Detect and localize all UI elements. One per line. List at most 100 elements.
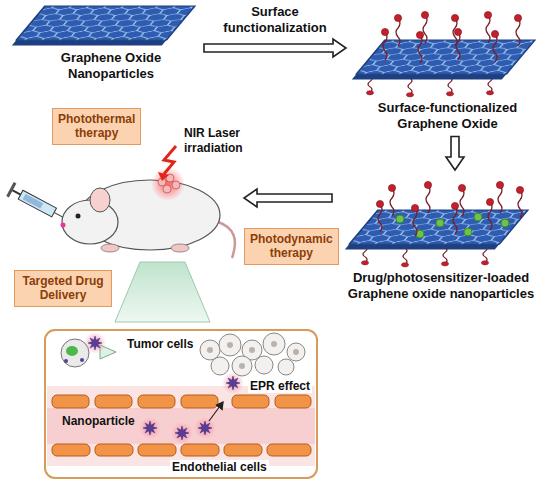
functionalized-sheet-part [446, 77, 453, 96]
figure-label: Endothelial cells [170, 460, 269, 474]
node-text: Photothermal therapy [57, 112, 136, 141]
node-text: Drug/photosensitizer-loaded Graphene oxi… [336, 270, 546, 303]
imaging-beam [115, 262, 210, 322]
epr-inset-part-part [255, 356, 273, 374]
functionalized-sheet-part [514, 14, 521, 46]
drug-loaded-sheet-part [411, 204, 418, 236]
drug-loaded-sheet [345, 181, 528, 267]
drug-loaded-sheet-part [376, 200, 383, 232]
epr-inset-part [84, 332, 106, 354]
drug-loaded-sheet-part [451, 202, 458, 234]
mouse-part [151, 167, 185, 201]
drug-loaded-sheet-part [501, 219, 509, 227]
drug-loaded-sheet-part-part [349, 210, 528, 244]
laser-bolt-part [164, 146, 176, 174]
node-text: Targeted Drug Delivery [19, 274, 107, 303]
mouse-part [62, 200, 118, 244]
drug-loaded-sheet-part [464, 228, 472, 236]
node-text: NIR Laser irradiation [184, 126, 252, 156]
functionalized-sheet-part [484, 11, 491, 43]
mouse-part [172, 181, 180, 189]
block-arrow [446, 137, 464, 171]
sheet-node: Surface-functionalized Graphene Oxide [350, 8, 545, 133]
epr-inset-part-part [224, 444, 262, 456]
mouse-part [90, 188, 110, 212]
syringe-part [12, 190, 21, 195]
laser-bolt-part [158, 172, 169, 181]
epr-inset-part [47, 386, 315, 466]
functionalized-sheet-part [352, 40, 535, 80]
mouse-part [163, 185, 171, 193]
epr-inset-part-part [138, 444, 176, 456]
epr-inset-part [52, 395, 311, 456]
therapy-box: Photothermal therapy [52, 108, 141, 145]
node-text: Surface-functionalized Graphene Oxide [350, 100, 545, 133]
drug-loaded-sheet-part [424, 181, 431, 213]
epr-inset-part-part [211, 357, 229, 375]
mouse-part [218, 222, 235, 258]
mouse-part [76, 214, 81, 219]
epr-inset [45, 330, 317, 478]
block-arrow [204, 39, 346, 57]
drug-loaded-sheet-part [401, 248, 408, 267]
functionalized-sheet-part [394, 14, 401, 46]
epr-inset-part [66, 346, 78, 356]
epr-inset-part-part [232, 395, 269, 408]
epr-inset-part [171, 422, 193, 444]
epr-inset-part-part [263, 333, 285, 355]
epr-inset-part [222, 372, 244, 394]
drug-loaded-sheet-part [474, 213, 482, 221]
mouse-node: NIR Laser irradiation [62, 160, 240, 265]
epr-inset-part-part [271, 341, 277, 347]
drug-loaded-sheet-part [345, 210, 528, 250]
epr-inset-part-part [278, 359, 294, 375]
sheet-node: Drug/photosensitizer-loaded Graphene oxi… [336, 174, 546, 303]
epr-inset-part [45, 330, 317, 478]
functionalized-sheet-part [406, 78, 413, 97]
epr-inset-part-part [181, 395, 218, 408]
epr-inset-part-part [207, 347, 213, 353]
epr-inset-part-part [95, 444, 133, 456]
edge-label: Surface functionalization [210, 4, 340, 37]
epr-inset-part [207, 341, 299, 369]
functionalized-sheet [352, 11, 535, 97]
node-text: Photodynamic therapy [249, 232, 334, 261]
drug-loaded-sheet-part [388, 184, 395, 216]
functionalized-sheet-part [454, 28, 461, 60]
epr-inset-part-part [227, 342, 233, 348]
epr-inset-part [209, 402, 223, 421]
functionalized-sheet-part [421, 11, 428, 43]
node-text: Graphene Oxide Nanoparticles [22, 50, 200, 83]
epr-inset-part-part [249, 347, 255, 353]
epr-inset-part [64, 359, 68, 363]
epr-inset-part-part [181, 444, 219, 456]
figure-label: Nanoparticle [60, 414, 137, 428]
functionalized-sheet-part [416, 31, 423, 63]
drug-loaded-sheet-part [458, 184, 465, 216]
therapy-box: Photodynamic therapy [244, 228, 339, 265]
mouse [61, 167, 235, 258]
epr-inset-part-part [267, 444, 311, 456]
epr-inset-part-part [219, 334, 241, 356]
drug-loaded-sheet-part [396, 215, 404, 223]
drug-loaded-sheet-part [436, 219, 444, 227]
drug-loaded-sheet-part [516, 186, 523, 218]
epr-inset-part-part [287, 343, 305, 361]
mouse-part [61, 223, 66, 228]
graphene-sheet [12, 6, 195, 46]
mouse-part [101, 244, 119, 252]
drug-loaded-sheet-part [486, 198, 493, 230]
figure-label: Tumor cells [125, 337, 195, 351]
epr-inset-part-part [52, 395, 89, 408]
sheet-node: Graphene Oxide Nanoparticles [22, 2, 200, 83]
syringe-part [23, 194, 43, 209]
epr-inset-part-part [239, 363, 245, 369]
epr-inset-part [47, 408, 315, 444]
functionalized-sheet-part [491, 30, 498, 62]
epr-inset-part-part [275, 395, 311, 408]
epr-inset-part [194, 417, 216, 439]
epr-inset-part-part [52, 444, 90, 456]
mouse-part [171, 244, 189, 252]
block-arrow [244, 189, 332, 207]
